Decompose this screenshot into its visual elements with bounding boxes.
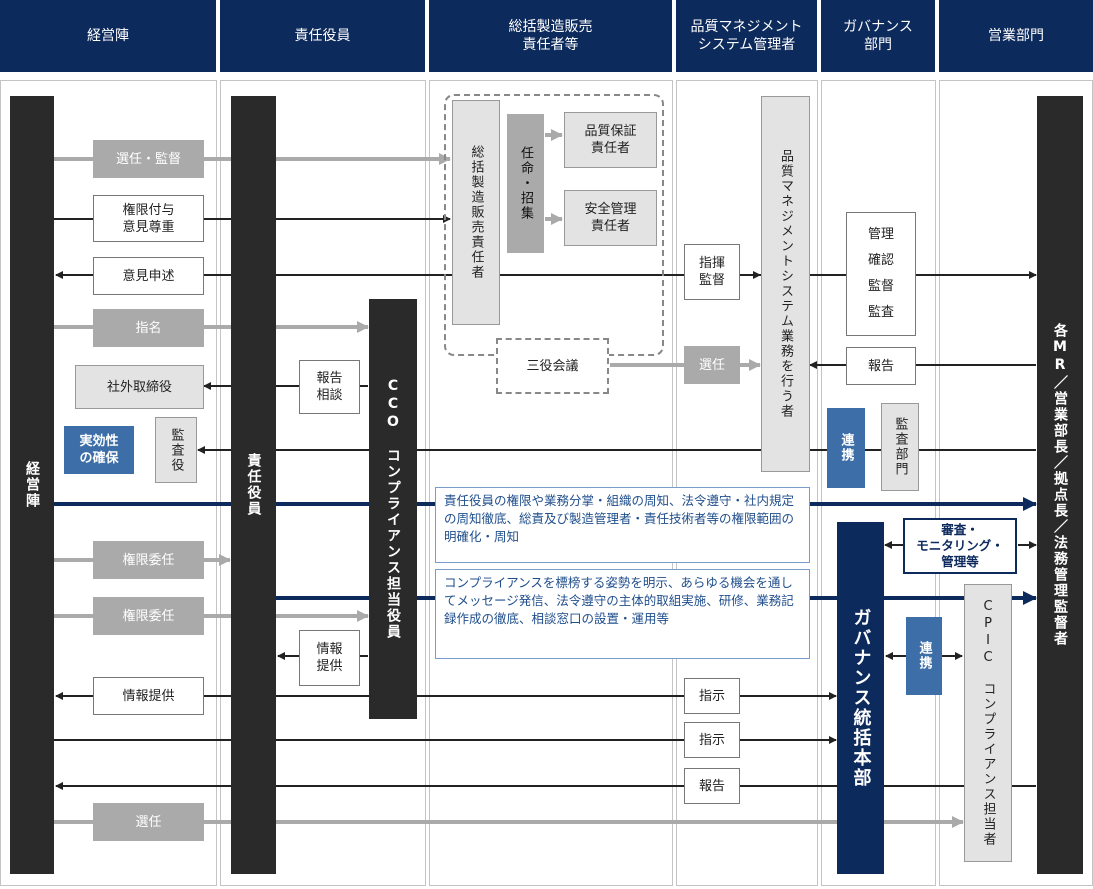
label-report-hq: 報告 — [684, 768, 740, 804]
box-general-manager: 総括製造販売責任者 — [452, 100, 500, 325]
label-info-cco: 情報 提供 — [299, 630, 360, 686]
label-review-monitor: 審査・ モニタリング・ 管理等 — [903, 518, 1017, 574]
label-report-consult: 報告 相談 — [299, 360, 360, 414]
box-auditor: 監査役 — [155, 417, 197, 483]
label-cooperate2: 連携 — [906, 617, 942, 695]
bar-officer: 責任役員 — [231, 96, 276, 874]
label-cooperate1: 連携 — [827, 408, 865, 488]
bar-governance-hq: ガバナンス統括本部 — [837, 522, 884, 874]
label-opinion: 意見申述 — [93, 257, 204, 295]
label-info-provide: 情報提供 — [93, 677, 204, 715]
header-officer: 責任役員 — [220, 0, 425, 72]
label-delegation1: 権限委任 — [93, 541, 204, 579]
header-management: 経営陣 — [0, 0, 216, 72]
box-quality-assurance: 品質保証 責任者 — [564, 112, 657, 168]
note-compliance-message: コンプライアンスを標榜する姿勢を明示、あらゆる機会を通してメッセージ発信、法令遵… — [435, 569, 810, 659]
label-appoint-qms: 選任 — [684, 346, 740, 384]
label-command-supervise: 指揮 監督 — [684, 244, 740, 300]
box-appoint-summon: 任命・招集 — [507, 114, 544, 253]
header-general-manager: 総括製造販売 責任者等 — [429, 0, 672, 72]
box-three-roles: 三役会議 — [526, 358, 579, 374]
bar-qms: 品質マネジメントシステム業務を行う者 — [761, 96, 810, 472]
label-appoint-supervise: 選任・監督 — [93, 140, 204, 178]
label-effectiveness: 実効性 の確保 — [64, 426, 134, 474]
bar-sales: 各MR／営業部長／拠点長／法務管理監督者 — [1037, 96, 1083, 874]
note-officer-authority: 責任役員の権限や業務分掌・組織の周知、法令遵守・社内規定の周知徹底、総責及び製造… — [435, 487, 810, 563]
label-report-gov: 報告 — [846, 347, 916, 385]
bar-management: 経営陣 — [10, 96, 54, 874]
header-sales: 営業部門 — [939, 0, 1093, 72]
label-authority-respect: 権限付与 意見尊重 — [93, 195, 204, 242]
bar-cco: CCO コンプライアンス担当役員 — [369, 299, 417, 719]
header-qms-manager: 品質マネジメント システム管理者 — [676, 0, 817, 72]
label-appoint: 選任 — [93, 803, 204, 841]
label-instruct2: 指示 — [684, 722, 740, 758]
box-outside-director: 社外取締役 — [75, 365, 204, 409]
box-manage-check: 管理 確認 監督 監査 — [846, 212, 916, 336]
group-three-roles-frame — [496, 338, 609, 394]
box-safety-manager: 安全管理 責任者 — [564, 190, 657, 246]
label-instruct1: 指示 — [684, 678, 740, 714]
box-audit-dept: 監査部門 — [881, 403, 919, 491]
box-cpic: CPIC コンプライアンス担当者 — [964, 584, 1012, 862]
label-nominate: 指名 — [93, 309, 204, 347]
header-governance: ガバナンス 部門 — [821, 0, 935, 72]
label-delegation2: 権限委任 — [93, 597, 204, 635]
